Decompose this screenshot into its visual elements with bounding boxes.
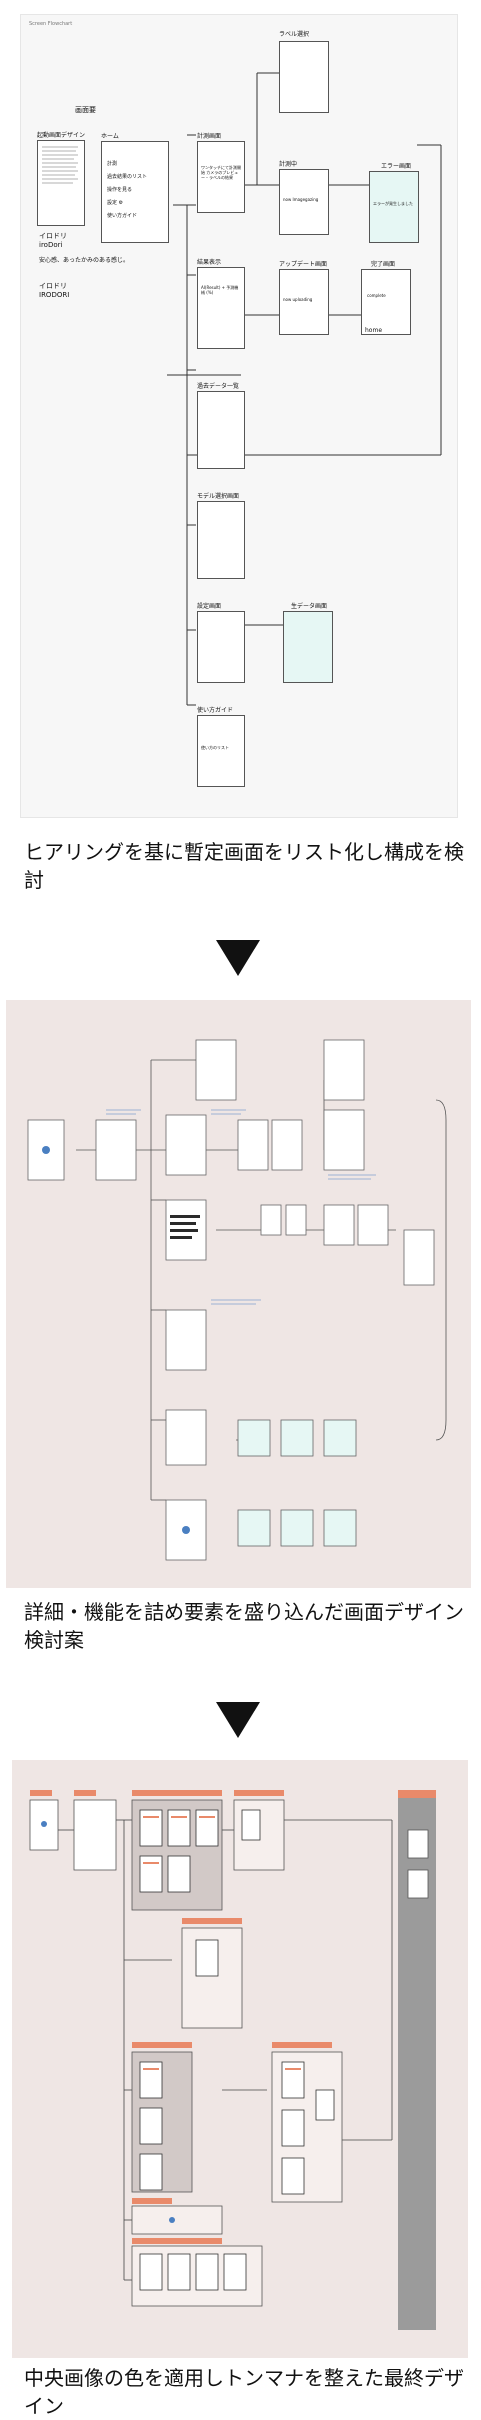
- sketch-model-select-title: モデル選択画面: [197, 493, 240, 500]
- sketch-error-screen: [369, 171, 419, 243]
- sketch-label-select-screen: [279, 41, 329, 113]
- brand-line-3: 安心感、あったかみのある感じ。: [39, 257, 130, 264]
- home-menu-item: 計測: [107, 161, 118, 167]
- sketch-guide-screen: [197, 715, 245, 787]
- detailed-design-canvas: [27, 1039, 447, 1561]
- detailed-design-panel: [6, 1000, 471, 1588]
- sketch-measuring-note: now Imagegazing: [283, 197, 319, 202]
- sketch-complete-home: home: [365, 327, 383, 334]
- final-design-canvas: [29, 1790, 436, 2330]
- sketch-error-title: エラー画面: [381, 163, 412, 170]
- sketch-guide-note: 使い方のリスト: [201, 745, 229, 750]
- sketch-update-title: アップデート画面: [279, 261, 328, 268]
- sketch-label-select-title: ラベル選択: [279, 31, 310, 38]
- sketch-result-screen: [197, 267, 245, 349]
- sketch-measure-note: ワンタッチにて計測開始 カメラのプレビュー・ラベルの結果: [201, 165, 241, 180]
- sketch-raw-data-screen: [283, 611, 333, 683]
- sketch-measure-title: 計測画面: [197, 133, 222, 140]
- sketch-raw-data-title: 生データ画面: [291, 603, 328, 610]
- sketch-settings-title: 設定画面: [197, 603, 222, 610]
- sketch-measuring-title: 計測中: [279, 161, 298, 168]
- sketch-complete-screen: [361, 269, 411, 335]
- down-arrow-2: [216, 1702, 260, 1738]
- sketch-header-note: Screen Flowchart: [29, 21, 73, 27]
- home-menu-item: 設定 ⚙: [107, 200, 124, 206]
- sketch-result-note: AI(Result) + 予測機械 (%): [201, 285, 239, 295]
- flow-sketch-connectors: [167, 72, 442, 706]
- sketch-settings-screen: [197, 611, 245, 683]
- sketch-complete-title: 完了画面: [371, 261, 396, 268]
- sketch-measure-screen: [197, 141, 245, 213]
- brand-line-5: IRODORI: [39, 291, 70, 299]
- sketch-guide-title: 使い方ガイド: [197, 707, 234, 714]
- home-menu-item: 操作を見る: [107, 187, 133, 193]
- down-arrow-1: [216, 940, 260, 976]
- final-design-panel: [12, 1760, 468, 2358]
- sketch-measuring-screen: [279, 169, 329, 235]
- sketch-home-title: ホーム: [101, 133, 119, 140]
- caption-step1: ヒアリングを基に暫定画面をリスト化し構成を検討: [24, 840, 464, 892]
- sketch-result-title: 結果表示: [197, 259, 222, 266]
- sketch-startup-screen: [37, 140, 85, 226]
- sketch-past-data-title: 過去データ一覧: [197, 383, 240, 390]
- brand-line-2: iroDori: [39, 241, 63, 249]
- caption-step3: 中央画像の色を適用しトンマナを整えた最終デザイン: [24, 2366, 464, 2418]
- caption-step2: 詳細・機能を詰め要素を盛り込んだ画面デザイン検討案: [24, 1600, 464, 1652]
- sketch-startup-text-lines: [42, 146, 78, 184]
- home-menu-item: 過去結果のリスト: [107, 174, 148, 180]
- sketch-sidebar-heading: 画面要: [75, 106, 96, 114]
- sketch-model-select-screen: [197, 501, 245, 579]
- sketch-complete-note: complete: [367, 293, 386, 298]
- home-menu-item: 使い方ガイド: [107, 213, 138, 219]
- sketch-error-note: エラーが発生しました: [373, 201, 413, 206]
- sketch-past-data-screen: [197, 391, 245, 469]
- brand-line-4: イロドリ: [39, 282, 67, 290]
- flow-sketch-panel: Screen Flowchart 画面要 起動画面デザイン イロドリ iroDo…: [20, 14, 458, 818]
- sketch-update-note: now uploading: [283, 297, 313, 302]
- sketch-home-screen: [101, 141, 169, 243]
- sketch-update-screen: [279, 269, 329, 335]
- sketch-startup-label: 起動画面デザイン: [37, 132, 86, 139]
- brand-line-1: イロドリ: [39, 232, 67, 240]
